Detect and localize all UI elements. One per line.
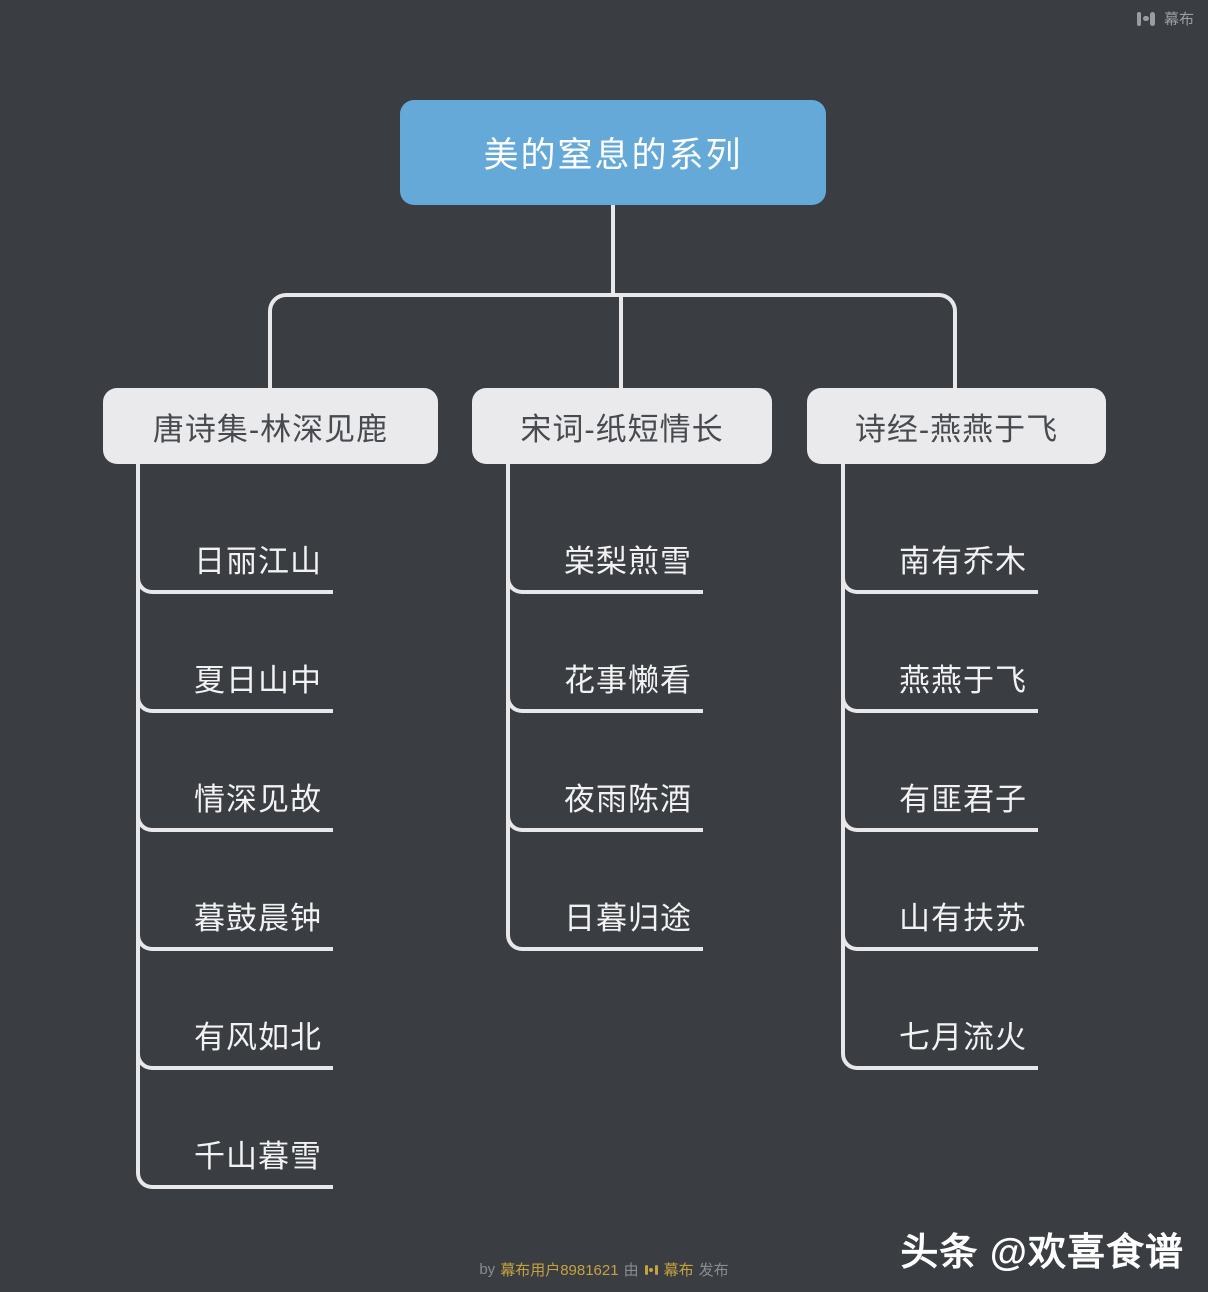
leaf-node[interactable]: 夜雨陈酒 [564, 782, 692, 817]
leaf-connector [136, 689, 333, 713]
mubu-logo-icon-small [644, 1263, 659, 1277]
branch-trunk-2 [841, 464, 845, 1050]
leaf-connector [841, 808, 1038, 832]
leaf-node[interactable]: 有匪君子 [899, 782, 1027, 817]
connector-rail [268, 293, 957, 388]
root-node[interactable]: 美的窒息的系列 [400, 100, 826, 205]
leaf-node[interactable]: 夏日山中 [194, 663, 322, 698]
leaf-connector [841, 570, 1038, 594]
leaf-connector [506, 689, 703, 713]
connector-middle-drop [619, 295, 623, 388]
leaf-node[interactable]: 七月流火 [899, 1020, 1027, 1055]
leaf-connector [841, 689, 1038, 713]
leaf-connector [136, 570, 333, 594]
footer-brand-link[interactable]: 幕布 [663, 1262, 694, 1279]
leaf-node[interactable]: 山有扶苏 [899, 901, 1027, 936]
mubu-logo-icon [1135, 9, 1157, 29]
leaf-connector [506, 570, 703, 594]
leaf-connector [136, 1165, 333, 1189]
app-brand[interactable]: 幕布 [1135, 8, 1194, 29]
connector-root-drop [611, 205, 615, 297]
branch-node-0[interactable]: 唐诗集-林深见鹿 [103, 388, 438, 464]
leaf-node[interactable]: 暮鼓晨钟 [194, 901, 322, 936]
leaf-connector [841, 1046, 1038, 1070]
leaf-node[interactable]: 千山暮雪 [194, 1139, 322, 1174]
leaf-connector [841, 927, 1038, 951]
leaf-node[interactable]: 花事懒看 [564, 663, 692, 698]
leaf-connector [506, 808, 703, 832]
leaf-node[interactable]: 有风如北 [194, 1020, 322, 1055]
app-brand-label: 幕布 [1163, 11, 1194, 28]
leaf-connector [136, 1046, 333, 1070]
leaf-node[interactable]: 棠梨煎雪 [564, 544, 692, 579]
branch-node-1[interactable]: 宋词-纸短情长 [472, 388, 772, 464]
toutiao-watermark: 头条 @欢喜食谱 [900, 1232, 1184, 1274]
leaf-node[interactable]: 日丽江山 [194, 544, 322, 579]
footer: by 幕布用户8981621 由 幕布 发布 [0, 1259, 1208, 1280]
leaf-node[interactable]: 情深见故 [194, 782, 322, 817]
footer-by: by [479, 1261, 496, 1278]
footer-via: 由 [623, 1262, 639, 1279]
leaf-node[interactable]: 南有乔木 [899, 544, 1027, 579]
leaf-connector [136, 927, 333, 951]
leaf-connector [506, 927, 703, 951]
footer-publish: 发布 [698, 1262, 729, 1279]
leaf-node[interactable]: 燕燕于飞 [899, 663, 1027, 698]
leaf-node[interactable]: 日暮归途 [564, 901, 692, 936]
leaf-connector [136, 808, 333, 832]
branch-node-2[interactable]: 诗经-燕燕于飞 [807, 388, 1106, 464]
footer-author-link[interactable]: 幕布用户8981621 [500, 1262, 619, 1279]
